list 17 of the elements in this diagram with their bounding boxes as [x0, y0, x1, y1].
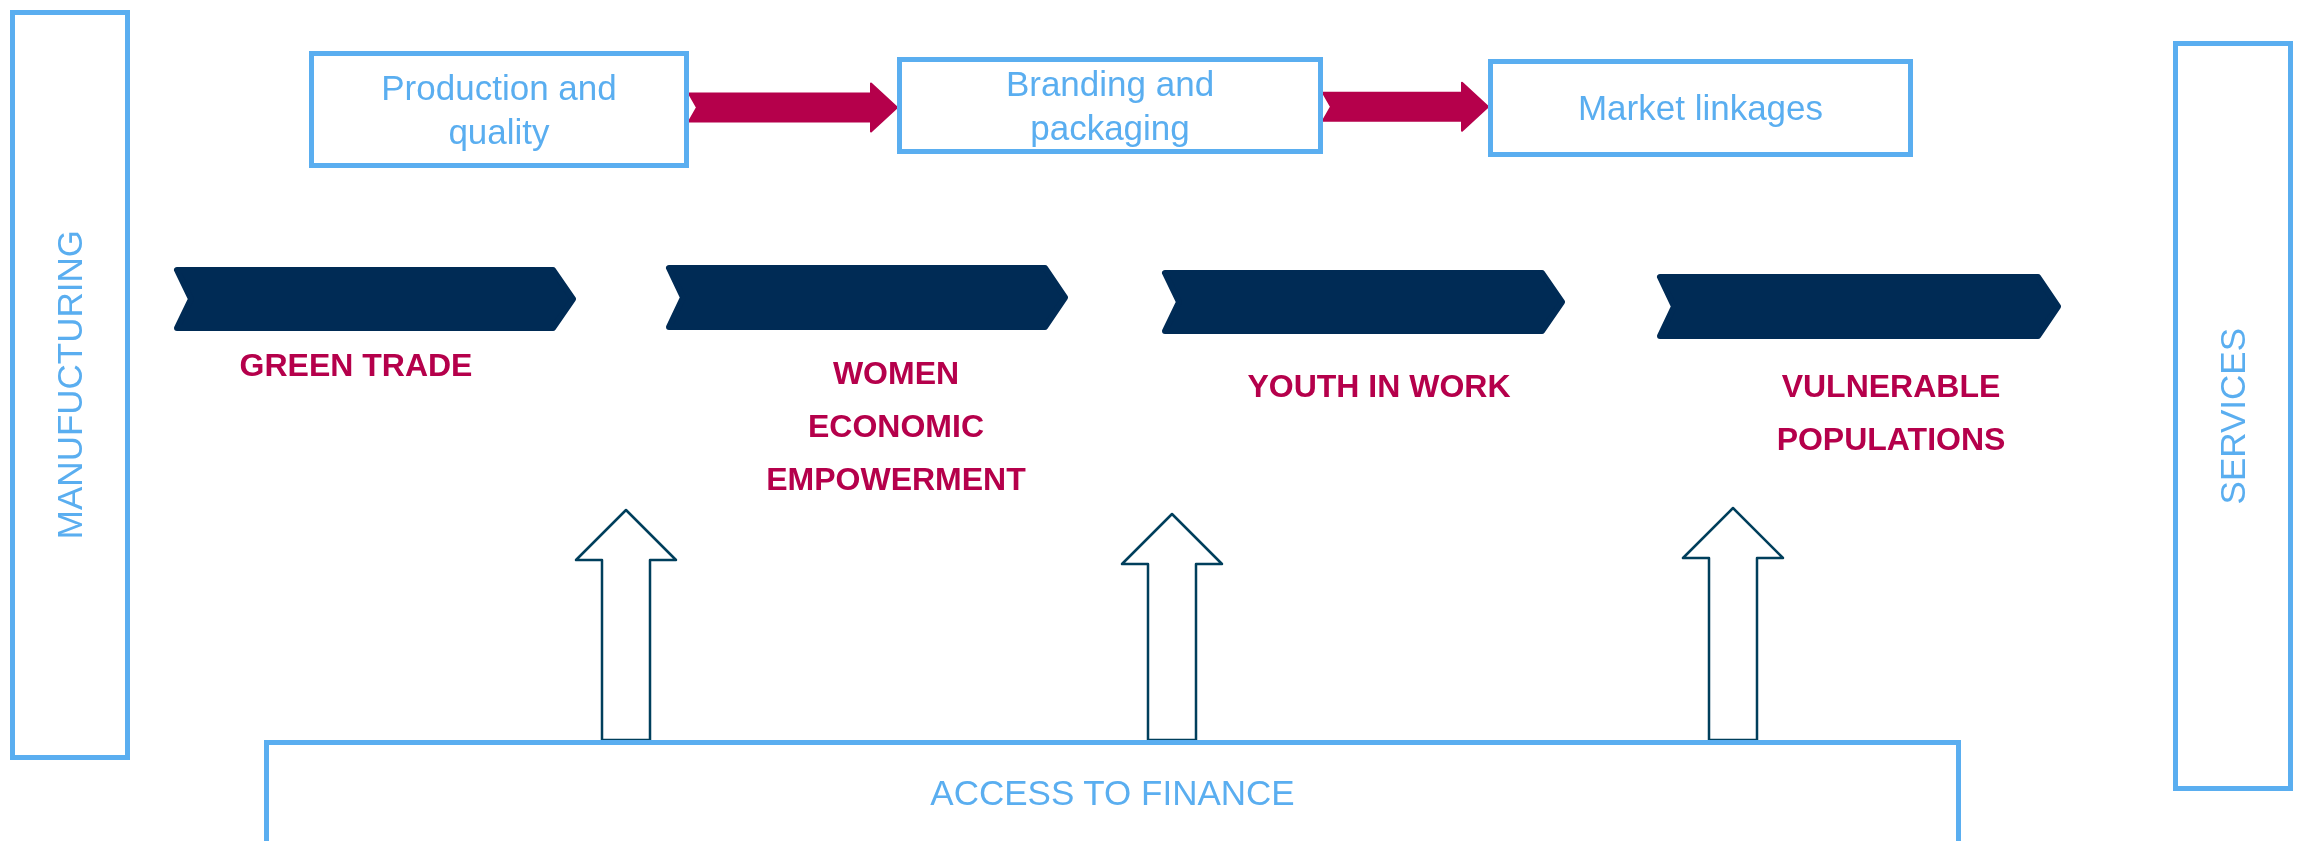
- category-label: WOMEN ECONOMIC EMPOWERMENT: [765, 354, 1027, 499]
- sector-label: SERVICES: [2212, 327, 2254, 505]
- block-arrow: [1681, 506, 1785, 742]
- block-arrow: [1120, 512, 1224, 742]
- text-box: ACCESS TO FINANCE: [264, 740, 1961, 841]
- sector-panel: [10, 10, 130, 760]
- block-arrow: [574, 508, 678, 742]
- sector-panel: [2173, 41, 2293, 791]
- category-label: VULNERABLE POPULATIONS: [1775, 367, 2007, 459]
- sector-label: MANUFUCTURING: [49, 230, 91, 540]
- chevron-arrow: [688, 82, 898, 133]
- text-box: Production and quality: [309, 51, 689, 168]
- text-box: Branding and packaging: [897, 57, 1323, 154]
- chevron-arrow: [1322, 81, 1489, 132]
- text-box: Market linkages: [1488, 59, 1913, 157]
- category-label: YOUTH IN WORK: [1246, 367, 1512, 406]
- category-label: GREEN TRADE: [238, 346, 474, 385]
